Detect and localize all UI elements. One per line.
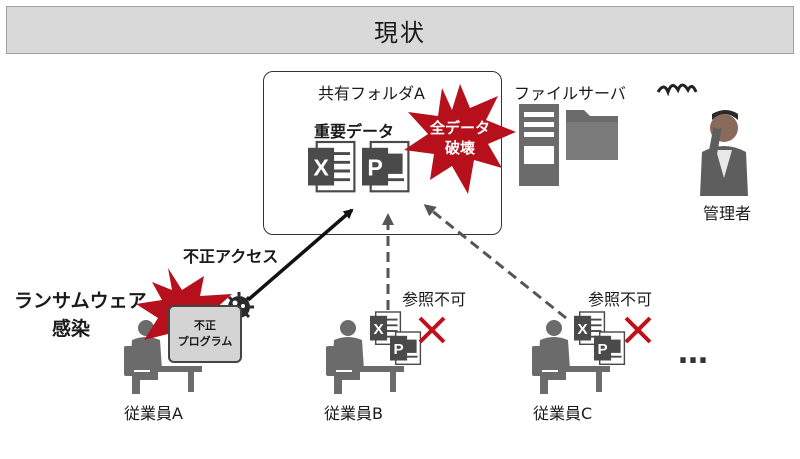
- cross-icon: [624, 316, 652, 344]
- shared-folder-label: 共有フォルダA: [318, 84, 425, 103]
- stressed-person-icon: [656, 83, 748, 196]
- unauthorized-access-label: 不正アクセス: [183, 247, 279, 266]
- employee-c-label: 従業員C: [533, 404, 593, 423]
- denied-label-c: 参照不可: [588, 290, 653, 309]
- powerpoint-icon: [593, 331, 626, 366]
- file-server-icon: [519, 104, 559, 186]
- cross-icon: [418, 316, 446, 344]
- unauthorized-access-arrow: [246, 208, 354, 302]
- employee-b-label: 従業員B: [324, 404, 383, 423]
- fraud-program-line2: プログラム: [177, 335, 233, 348]
- burst-line1: 全データ: [429, 119, 490, 137]
- fraud-program-line1: 不正: [194, 319, 216, 332]
- powerpoint-icon: [389, 331, 422, 366]
- burst-line2: 破壊: [444, 139, 475, 157]
- employee-a-label: 従業員A: [124, 404, 183, 423]
- denied-label-b: 参照不可: [402, 290, 467, 309]
- important-data-label: 重要データ: [314, 122, 395, 141]
- page-title: 現状: [374, 18, 426, 47]
- file-server-label: ファイルサーバ: [514, 84, 626, 103]
- excel-icon: [306, 140, 356, 193]
- fraud-program-box: 不正 プログラム: [168, 305, 242, 363]
- denied-arrow-c: [423, 204, 567, 320]
- ransomware-line2: 感染: [52, 318, 91, 340]
- burst-text: 全データ 破壊: [420, 118, 500, 158]
- admin-label: 管理者: [703, 204, 752, 223]
- folder-icon: [566, 110, 618, 160]
- title-banner: 現状: [6, 6, 794, 54]
- more-ellipsis: …: [678, 336, 708, 371]
- ransomware-line1: ランサムウェア: [14, 290, 147, 312]
- destruction-burst: [404, 84, 516, 194]
- powerpoint-icon: [360, 140, 410, 193]
